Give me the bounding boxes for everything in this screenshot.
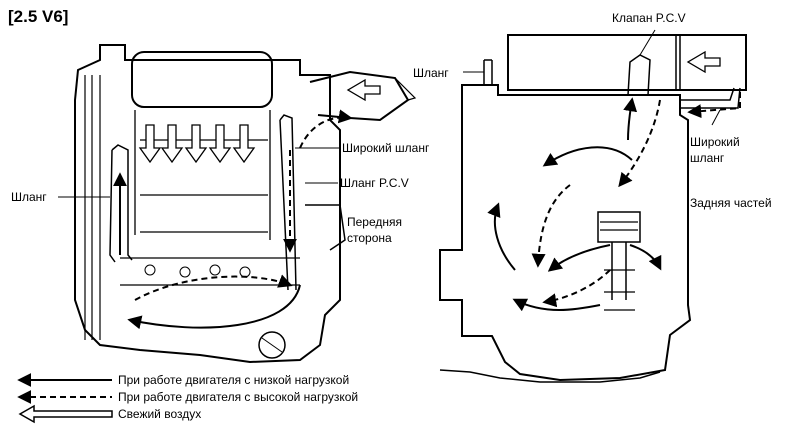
label-pcv-valve: Клапан P.C.V xyxy=(612,11,686,25)
diagram-title: [2.5 V6] xyxy=(8,7,68,26)
label-front-side-2: сторона xyxy=(347,231,392,245)
legend-high-load-text: При работе двигателя с высокой нагрузкой xyxy=(118,390,358,404)
legend-low-load-text: При работе двигателя с низкой нагрузкой xyxy=(118,373,349,387)
legend-low-load: При работе двигателя с низкой нагрузкой xyxy=(17,373,349,387)
label-hose-right: Шланг xyxy=(413,66,449,80)
engine-front-view xyxy=(58,44,417,364)
legend-fresh-air-text: Свежий воздух xyxy=(118,407,201,421)
label-rear-part: Задняя частей xyxy=(690,196,772,210)
label-pcv-hose: Шланг P.C.V xyxy=(340,176,409,190)
label-wide-hose-right-2: шланг xyxy=(690,151,725,165)
legend: При работе двигателя с низкой нагрузкой … xyxy=(17,373,358,424)
label-front-side-1: Передняя xyxy=(347,215,402,229)
legend-fresh-air: Свежий воздух xyxy=(18,404,201,424)
label-hose-left: Шланг xyxy=(11,190,47,204)
label-wide-hose-right-1: Широкий xyxy=(690,135,740,149)
fresh-air-arrows xyxy=(138,78,381,164)
engine-section-view xyxy=(439,29,747,383)
label-wide-hose: Широкий шланг xyxy=(342,141,430,155)
legend-high-load: При работе двигателя с высокой нагрузкой xyxy=(17,390,358,404)
